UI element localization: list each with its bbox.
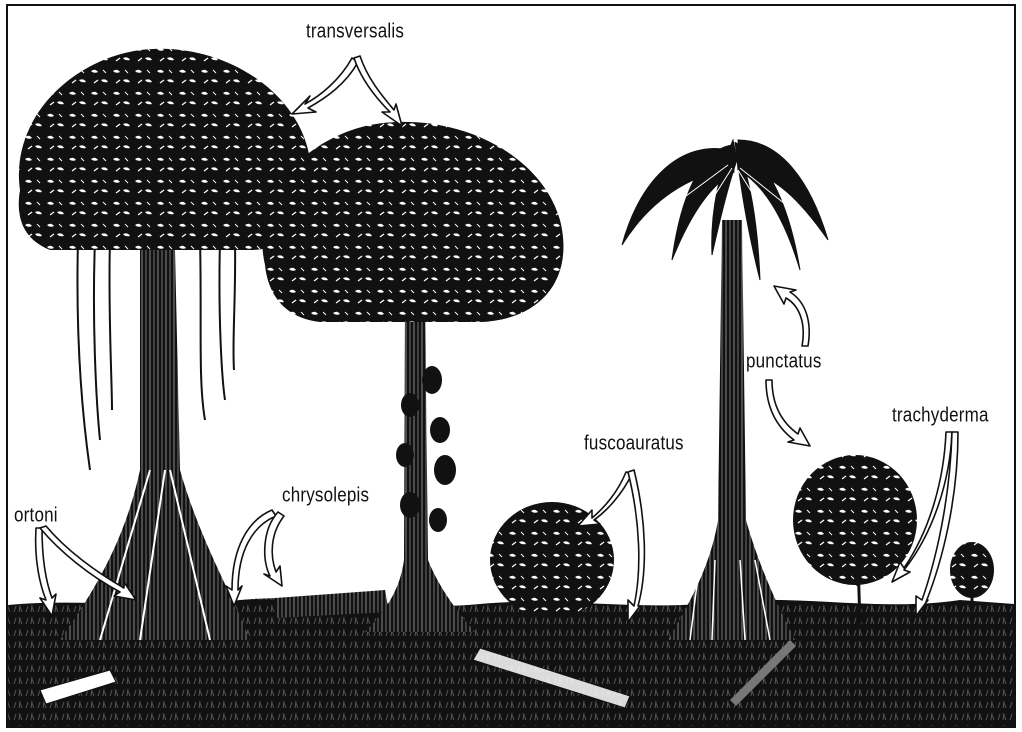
label-trachyderma: trachyderma: [892, 404, 989, 428]
arrow-trachyderma-2: [916, 432, 958, 616]
arrow-transversalis-right: [354, 56, 402, 126]
arrow-chrysolepis-2: [264, 512, 284, 586]
palm-tree: [622, 140, 828, 640]
label-chrysolepis: chrysolepis: [282, 484, 369, 508]
punctatus-shrub: [793, 455, 917, 625]
arrow-fuscoauratus-2: [628, 470, 644, 622]
label-ortoni: ortoni: [14, 504, 58, 528]
arrow-transversalis-left: [292, 58, 358, 114]
label-fuscoauratus: fuscoauratus: [584, 432, 684, 456]
label-punctatus: punctatus: [746, 350, 822, 374]
arrow-punctatus-1: [774, 286, 809, 346]
arrow-punctatus-2: [766, 380, 810, 446]
arrow-fuscoauratus-1: [578, 472, 632, 526]
label-transversalis: transversalis: [306, 20, 404, 44]
